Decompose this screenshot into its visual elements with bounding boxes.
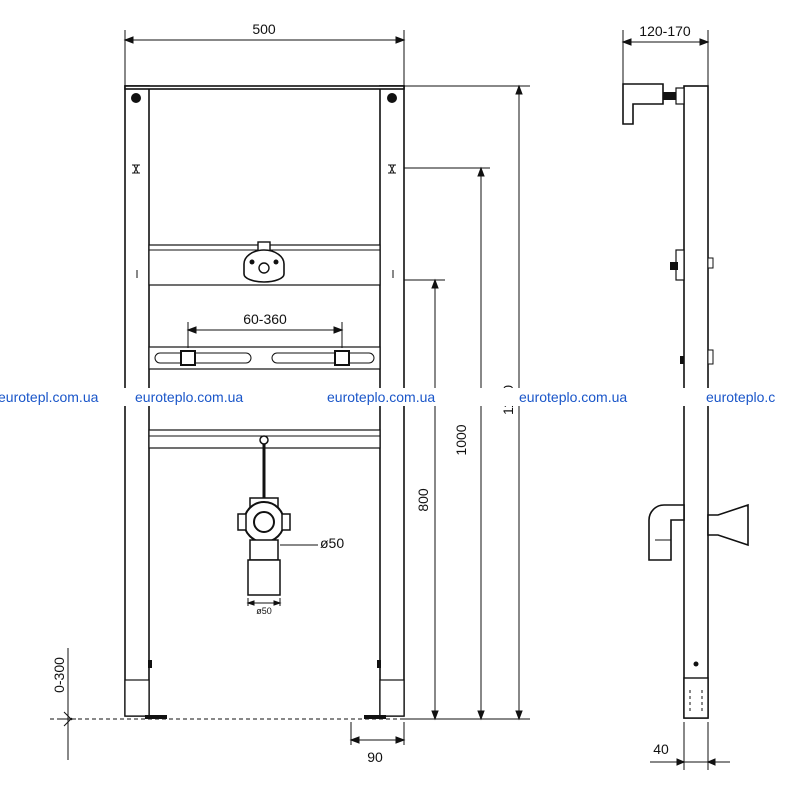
dim-height-1000: 1000 (453, 424, 469, 455)
left-foot-plate (145, 715, 167, 719)
dim-depth-range: 120-170 (639, 23, 691, 39)
side-drain-icon (648, 504, 685, 561)
right-connector-icon (334, 350, 350, 366)
watermark-text-left: eurotepl.com.ua (0, 389, 99, 405)
dim-connector-spacing: 60-360 (243, 311, 287, 327)
dim-foot-offset: 90 (367, 749, 383, 765)
dimension-lines (60, 30, 730, 770)
watermark-text-2: euroteplo.com.ua (327, 389, 435, 405)
dim-profile-depth: 40 (653, 741, 669, 757)
dim-height-800: 800 (415, 488, 431, 512)
watermark-text-1: euroteplo.com.ua (135, 389, 243, 405)
dim-pipe-diameter-small: ø50 (256, 606, 272, 616)
dim-floor-offset: 0-300 (51, 657, 67, 693)
top-right-bolt-icon (387, 93, 397, 103)
top-crossbar (124, 85, 405, 90)
dim-frame-width: 500 (252, 21, 276, 37)
wall-bracket-icon (622, 83, 664, 125)
dim-pipe-diameter-large: ø50 (320, 535, 344, 551)
side-outlet-icon (707, 503, 749, 547)
watermark: eurotepl.com.ua euroteplo.com.ua eurotep… (0, 388, 800, 406)
left-connector-icon (180, 350, 196, 366)
front-view (124, 85, 405, 719)
top-left-bolt-icon (131, 93, 141, 103)
watermark-text-right: euroteplo.c (706, 389, 775, 405)
right-foot-plate (364, 715, 386, 719)
upper-fitting-icon (243, 241, 285, 283)
drain-assembly-icon (237, 435, 291, 596)
watermark-text-3: euroteplo.com.ua (519, 389, 627, 405)
